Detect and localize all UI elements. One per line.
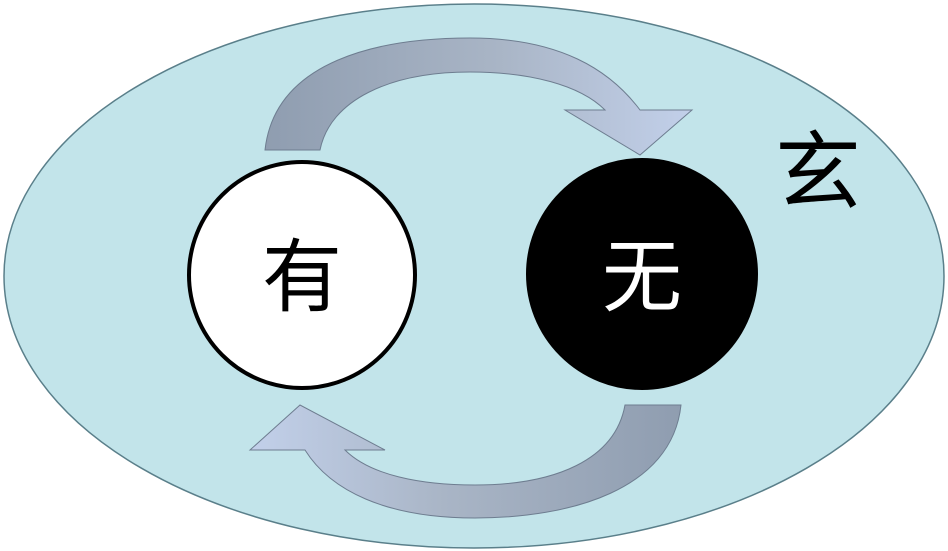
node-you-label: 有 [262,231,342,324]
node-you [187,160,417,390]
arrow-top-you-to-wu [264,37,694,156]
arrow-bottom-wu-to-you [248,404,682,519]
outer-domain-label: 玄 [775,123,861,223]
outer-ellipse [3,3,945,549]
node-wu-label: 无 [602,231,682,324]
node-wu [526,158,758,390]
